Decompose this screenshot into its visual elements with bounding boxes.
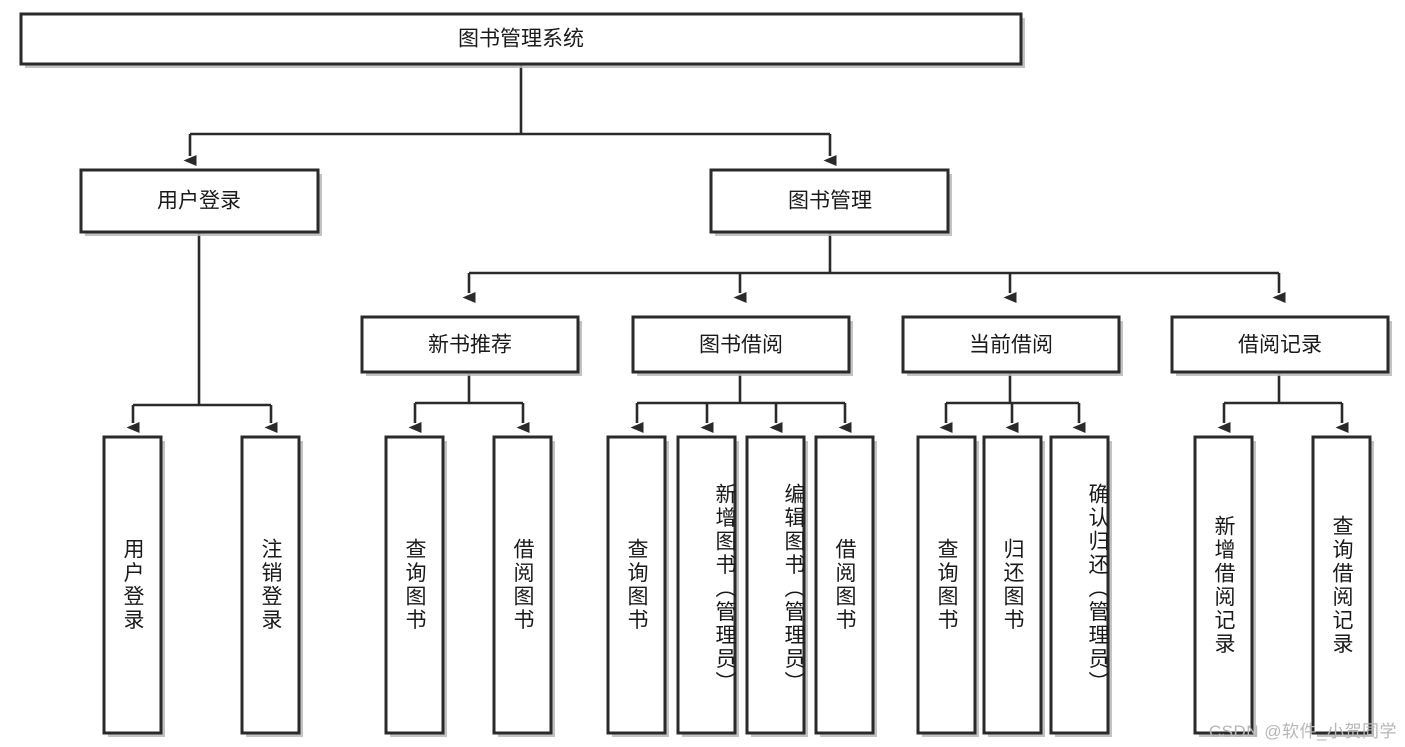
- node-root-label: 图书管理系统: [458, 28, 584, 51]
- leaf-box-borrow-book-1[interactable]: [492, 435, 553, 735]
- node-user-login[interactable]: 用户登录: [79, 168, 322, 236]
- leaf-new-book-recommend-group: [384, 435, 555, 737]
- node-borrow-record[interactable]: 借阅记录: [1170, 315, 1392, 376]
- edges-borrow-record-to-leaves: [1217, 374, 1349, 433]
- leaf-box-logout-login[interactable]: [240, 435, 301, 735]
- node-current-borrow[interactable]: 当前借阅: [901, 315, 1123, 376]
- leaf-box-add-borrow-record[interactable]: [1193, 435, 1254, 735]
- leaf-box-query-borrow-record[interactable]: [1311, 435, 1372, 735]
- node-user-login-label: 用户登录: [157, 190, 241, 213]
- edges-book-management-to-level2: [462, 233, 1286, 303]
- node-new-book-recommend-label: 新书推荐: [428, 334, 512, 357]
- leaf-book-borrow-group: [606, 435, 877, 737]
- node-root[interactable]: 图书管理系统: [19, 12, 1025, 68]
- node-book-borrow[interactable]: 图书借阅: [631, 315, 853, 376]
- edges-new-book-recommend-to-leaves: [408, 374, 530, 433]
- leaf-box-borrow-book-2[interactable]: [814, 435, 875, 735]
- leaf-box-query-book-1[interactable]: [384, 435, 445, 735]
- leaf-box-return-book[interactable]: [982, 435, 1043, 735]
- leaf-box-confirm-return-admin[interactable]: [1049, 435, 1110, 735]
- edges-root-to-level1: [183, 65, 837, 166]
- csdn-watermark: CSDN @软件_小贺同学: [1208, 722, 1397, 741]
- leaf-current-borrow-group: [916, 435, 1112, 737]
- node-current-borrow-label: 当前借阅: [969, 334, 1053, 357]
- edges-book-borrow-to-leaves: [630, 374, 852, 433]
- node-book-management-label: 图书管理: [788, 190, 872, 213]
- leaf-user-login-group: [102, 435, 303, 737]
- node-book-management[interactable]: 图书管理: [709, 168, 952, 236]
- node-borrow-record-label: 借阅记录: [1238, 334, 1322, 357]
- edges-current-borrow-to-leaves: [939, 374, 1086, 433]
- leaf-borrow-record-group: [1193, 435, 1374, 737]
- node-book-borrow-label: 图书借阅: [699, 334, 783, 357]
- leaf-box-user-login[interactable]: [102, 435, 163, 735]
- leaf-box-query-book-3[interactable]: [916, 435, 977, 735]
- leaf-box-edit-book-admin[interactable]: [745, 435, 806, 735]
- node-new-book-recommend[interactable]: 新书推荐: [360, 315, 582, 376]
- leaf-box-query-book-2[interactable]: [606, 435, 667, 735]
- edges-user-login-to-leaves: [126, 233, 278, 433]
- leaf-box-add-book-admin[interactable]: [676, 435, 737, 735]
